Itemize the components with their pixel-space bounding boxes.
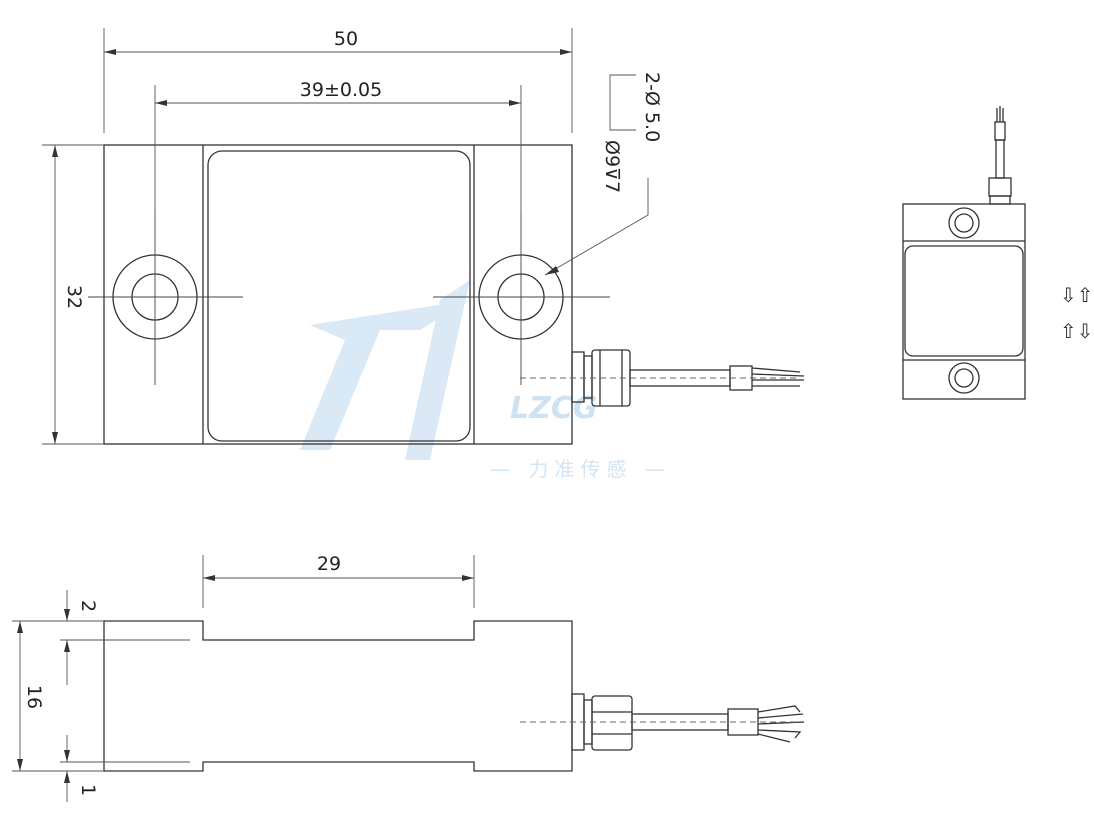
counterbore-callout-label: Ø9⊽7: [601, 140, 623, 193]
end-cable-nut: [988, 177, 1012, 197]
end-view-counterbore-top: [948, 207, 980, 239]
end-view: ⇩⇧ ⇧⇩: [902, 106, 1094, 400]
side-cable-nut: [591, 695, 633, 751]
dim-width-label: 32: [63, 285, 85, 309]
hole-callout: 2-Ø 5.0 Ø9⊽7: [544, 72, 663, 276]
dim-hole-spacing: 39±0.05: [154, 79, 522, 210]
hole-callout-label: 2-Ø 5.0: [641, 72, 663, 142]
load-direction-top: ⇩⇧: [1060, 283, 1094, 307]
side-cable-wires: [757, 705, 805, 743]
hole-callout-bracket: [609, 74, 636, 131]
hole-leader: [544, 178, 649, 276]
watermark-tagline: — 力准传感 —: [490, 457, 671, 481]
end-cable-nut-base: [989, 195, 1011, 205]
watermark-logo-mark-2: [405, 280, 470, 460]
dim-pocket-length: 29: [202, 553, 475, 608]
dim-overall-length: 50: [103, 28, 573, 133]
dim-pocket-length-label: 29: [317, 553, 341, 575]
dim-bottom-recess: 1: [60, 735, 190, 802]
top-view: 50 39±0.05 32 2-Ø 5.0 Ø9⊽7: [42, 28, 805, 445]
watermark-logo-mark: [300, 300, 470, 450]
end-cable-wires: [996, 106, 1004, 122]
dim-top-recess-label: 2: [77, 600, 99, 612]
cable-wires: [751, 367, 805, 387]
top-view-cable: [520, 349, 805, 407]
dim-hole-spacing-label: 39±0.05: [300, 79, 382, 101]
end-cable-sheath: [995, 139, 1005, 179]
dim-height: 16: [12, 620, 104, 772]
end-view-hole-top: [954, 213, 974, 233]
dim-height-label: 16: [23, 685, 45, 709]
end-view-body: [902, 203, 1026, 400]
top-view-body: [103, 144, 573, 445]
side-cable-sleeve: [727, 708, 759, 736]
end-view-hole-bottom: [954, 368, 974, 388]
dim-top-recess: 2: [60, 590, 190, 685]
end-cable-sleeve: [994, 121, 1006, 141]
dim-overall-length-label: 50: [334, 28, 358, 50]
dim-width: 32: [42, 144, 104, 445]
top-view-pocket: [207, 150, 471, 442]
end-view-pocket: [904, 245, 1024, 357]
side-view-cable: [520, 693, 805, 751]
watermark-logo-text: LZCG: [510, 391, 598, 426]
end-view-counterbore-bottom: [948, 362, 980, 394]
dim-bottom-recess-label: 1: [77, 784, 99, 796]
load-direction-bottom: ⇧⇩: [1060, 319, 1094, 343]
side-view: 29 16 2 1: [12, 553, 805, 802]
side-view-body: [103, 620, 573, 772]
watermark: LZCG — 力准传感 —: [300, 280, 671, 481]
end-view-cable: [988, 106, 1012, 205]
